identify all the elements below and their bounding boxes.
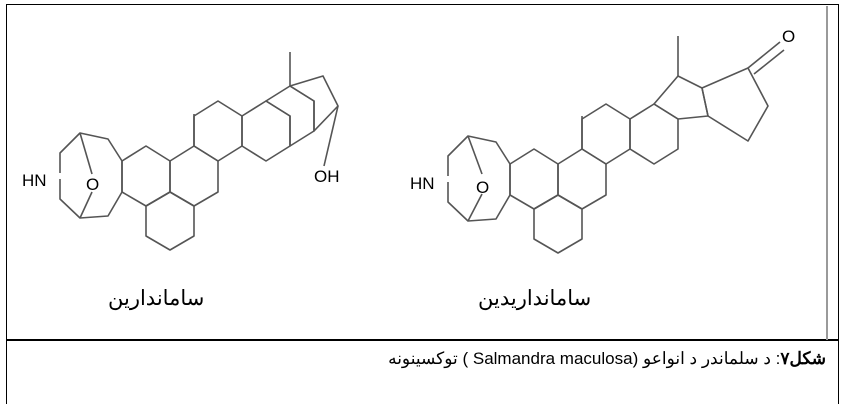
samandaridine-skeleton: [447, 36, 785, 254]
samandaridine-amine-label: HN: [410, 174, 435, 193]
samandarine-skeleton: [59, 52, 339, 251]
samandarine-name: ساماندارین: [108, 287, 205, 310]
samandarine-ring-g: [289, 75, 339, 132]
samandarine-ether-bond-1: [79, 132, 93, 175]
caption-prefix: شکل۷: [780, 349, 826, 368]
scan-edge-line: [826, 6, 828, 340]
samandarine-ether-bond-2: [79, 191, 93, 219]
chemical-structures-diagram: HN O OH HN O O: [22, 27, 795, 254]
samandaridine-name: سامانداریدین: [478, 287, 592, 310]
samandaridine-ether-bond-2: [467, 193, 483, 222]
samandarine-hydroxyl-bond: [323, 105, 339, 167]
samandaridine-ketone-bond-1: [747, 41, 781, 69]
samandarine-ring-f: [265, 85, 315, 147]
samandaridine-ring-f: [653, 75, 709, 120]
samandaridine-ether-label: O: [476, 178, 489, 197]
samandaridine-ketone-bond-2: [753, 49, 785, 75]
samandaridine-ether-bond-1: [467, 135, 483, 175]
caption-text: : د سلماندر د انواعو (Salmandra maculosa…: [388, 349, 781, 368]
samandaridine-ring-e: [629, 103, 679, 165]
figure-caption: شکل۷: د سلماندر د انواعو (Salmandra macu…: [388, 349, 826, 369]
samandarine-hydroxyl-label: OH: [314, 167, 340, 186]
structures-panel: HN O OH HN O O ساماندارین سامانداریدین: [8, 6, 826, 338]
samandarine-ring-d: [193, 100, 243, 162]
samandarine-ether-label: O: [86, 175, 99, 194]
samandarine-amine-label: HN: [22, 171, 47, 190]
figure-frame: [6, 4, 839, 340]
samandaridine-ring-h: [533, 194, 583, 254]
samandarine-ring-h: [145, 191, 195, 251]
samandaridine-ketone-label: O: [782, 27, 795, 46]
samandaridine-ring-d: [581, 103, 631, 165]
samandarine-ring-e: [241, 100, 291, 162]
samandaridine-ring-g: [701, 67, 769, 142]
caption-row: شکل۷: د سلماندر د انواعو (Salmandra macu…: [6, 340, 839, 404]
